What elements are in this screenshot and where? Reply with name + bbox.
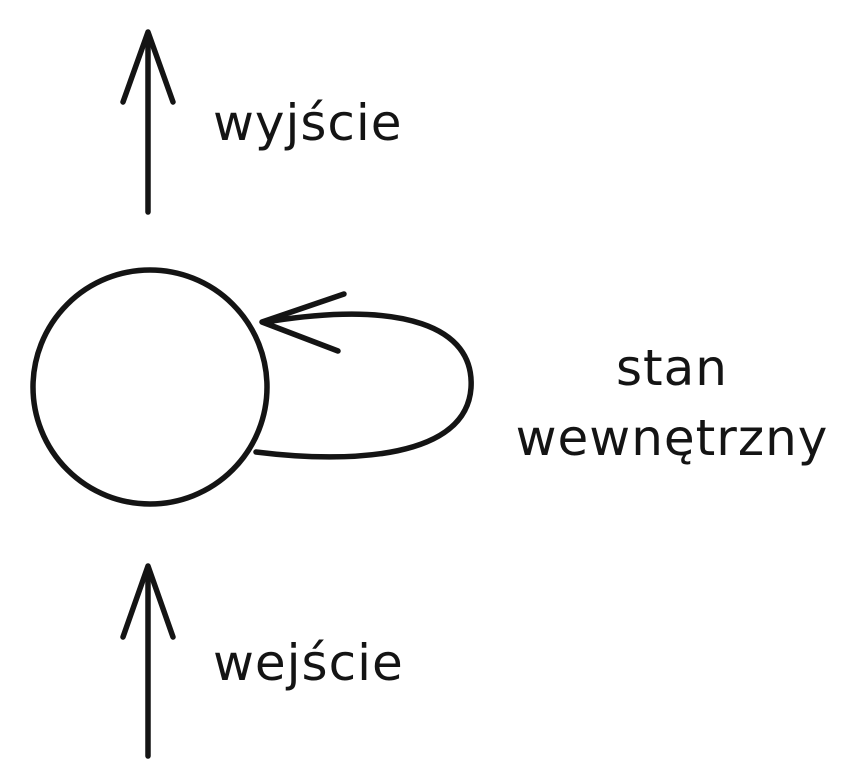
state-label-line2: wewnętrzny bbox=[516, 409, 829, 467]
input-arrowhead-icon bbox=[120, 563, 176, 640]
state-loop-curve bbox=[253, 311, 474, 460]
state-label-line1: stan bbox=[616, 339, 728, 397]
state-loop-arrow-icon bbox=[253, 291, 474, 460]
output-arrow-icon bbox=[120, 29, 176, 215]
output-label: wyjście bbox=[213, 94, 403, 152]
state-loop-arrowhead-icon bbox=[259, 291, 347, 354]
node-circle bbox=[30, 267, 270, 507]
input-arrow-icon bbox=[120, 563, 176, 759]
input-label: wejście bbox=[213, 634, 404, 692]
output-arrowhead-icon bbox=[120, 29, 176, 105]
